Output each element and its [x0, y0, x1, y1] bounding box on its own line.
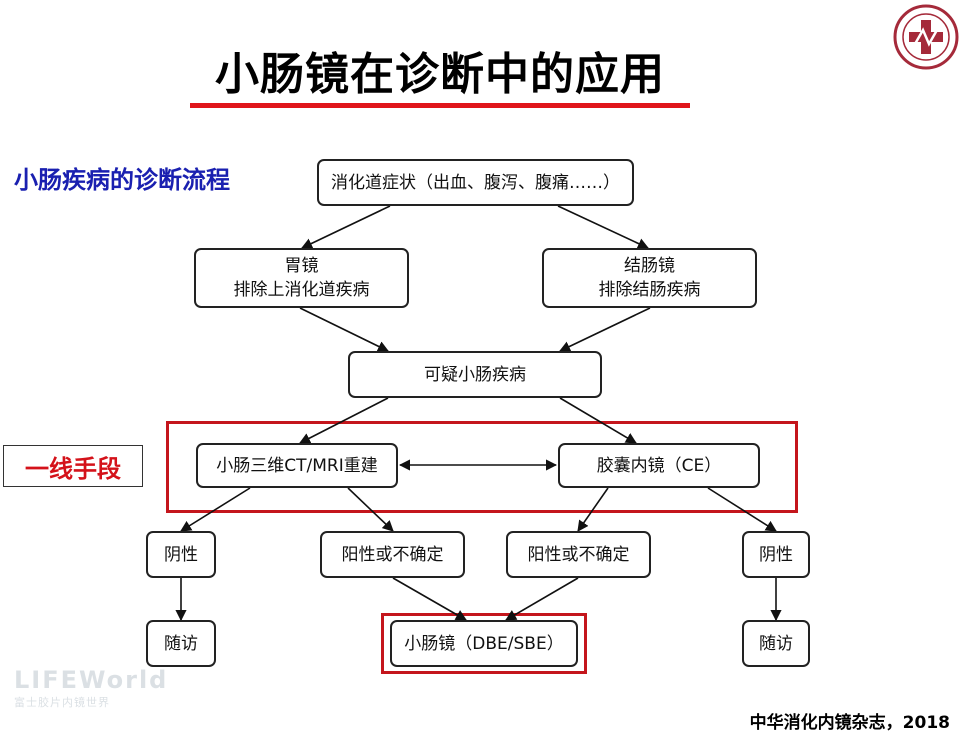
arrow-colonoscopy-to-suspected — [558, 307, 651, 352]
node-capsule-endoscopy: 胶囊内镜（CE） — [558, 443, 760, 488]
node-positive-uncertain-left: 阳性或不确定 — [320, 531, 465, 578]
node-positive-uncertain-right: 阳性或不确定 — [506, 531, 651, 578]
watermark-tagline: 富士胶片内镜世界 — [14, 696, 110, 709]
node-negative-left: 阴性 — [146, 531, 216, 578]
node-gastroscopy: 胃镜 排除上消化道疾病 — [194, 248, 409, 308]
section-subtitle: 小肠疾病的诊断流程 — [14, 166, 230, 194]
node-followup-right: 随访 — [742, 620, 810, 667]
arrow-capsule-to-positive — [577, 487, 609, 532]
arrow-suspected-to-capsule — [559, 397, 637, 444]
node-colonoscopy: 结肠镜 排除结肠疾病 — [542, 248, 757, 308]
journal-logo-icon — [893, 4, 959, 70]
node-symptoms: 消化道症状（出血、腹泻、腹痛……） — [317, 159, 634, 206]
node-ct-mri-reconstruction: 小肠三维CT/MRI重建 — [196, 443, 398, 488]
node-suspected-small-bowel-disease: 可疑小肠疾病 — [348, 351, 602, 398]
title-underline — [190, 103, 690, 108]
enteroscopy-highlight-box — [381, 613, 587, 674]
node-negative-right: 阴性 — [742, 531, 810, 578]
arrow-symptoms-to-gastroscopy — [300, 205, 391, 249]
page-title: 小肠镜在诊断中的应用 — [215, 49, 665, 100]
first-line-label: 一线手段 — [3, 445, 143, 487]
node-enteroscopy: 小肠镜（DBE/SBE） — [390, 620, 578, 667]
node-followup-left: 随访 — [146, 620, 216, 667]
arrow-ct-to-negative — [180, 487, 251, 532]
watermark: LIFEWorld 富士胶片内镜世界 — [14, 666, 168, 710]
citation: 中华消化内镜杂志，2018 — [749, 713, 950, 733]
arrow-ct-to-positive — [347, 487, 394, 532]
arrow-positive-left-to-enteroscopy — [392, 577, 467, 621]
arrow-symptoms-to-colonoscopy — [557, 205, 650, 249]
arrow-suspected-to-ct-mri — [299, 397, 389, 444]
watermark-brand: LIFEWorld — [14, 666, 169, 694]
arrow-positive-right-to-enteroscopy — [505, 577, 579, 621]
first-line-highlight-box — [166, 421, 798, 513]
arrow-gastroscopy-to-suspected — [299, 307, 390, 352]
arrow-capsule-to-negative — [707, 487, 777, 532]
